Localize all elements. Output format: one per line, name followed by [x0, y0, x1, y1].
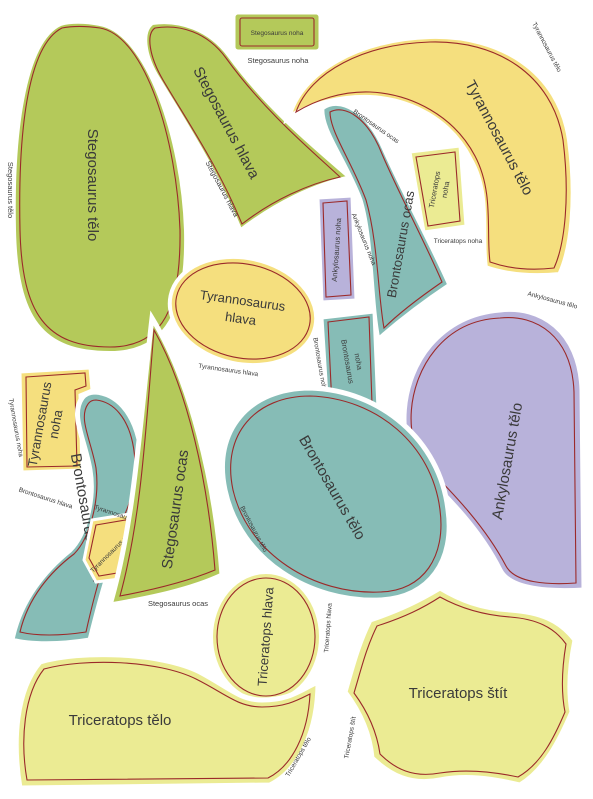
- tyrannosaurus-head-piece: Tyrannosaurus hlava Tyrannosaurus hlava: [167, 254, 319, 378]
- brontosaurus-tail-piece: Brontosaurus ocas Brontosaurus ocas: [319, 101, 454, 345]
- triceratops-body-label: Triceratops tělo: [69, 712, 172, 729]
- tyrannosaurus-head-label-2: hlava: [224, 309, 258, 328]
- stegosaurus-leg-caption: Stegosaurus noha: [248, 56, 310, 65]
- triceratops-body-piece: Triceratops tělo Triceratops tělo: [13, 652, 321, 791]
- brontosaurus-head-caption: Brontosaurus hlava: [18, 487, 74, 511]
- triceratops-frill-label: Triceratops štít: [409, 685, 508, 702]
- tyrannosaurus-leg-big-label-2: noha: [46, 408, 66, 440]
- ankylosaurus-leg-label: Ankylosaurus noha: [330, 217, 343, 282]
- ankylosaurus-body-caption: Ankylosaurus tělo: [527, 291, 579, 311]
- stegosaurus-tail-piece: Stegosaurus ocas Stegosaurus ocas: [106, 310, 225, 609]
- triceratops-head-caption: Triceratops hlava: [323, 603, 333, 653]
- stegosaurus-leg-label: Stegosaurus noha: [251, 30, 304, 37]
- stegosaurus-leg-piece: Stegosaurus noha Stegosaurus noha: [232, 11, 322, 65]
- triceratops-frill-piece: Triceratops štít Triceratops štít: [342, 585, 578, 788]
- triceratops-leg-caption: Triceratops noha: [434, 238, 483, 245]
- triceratops-leg-piece: Triceratops noha Triceratops noha: [408, 144, 483, 245]
- triceratops-leg-label-2: noha: [440, 180, 452, 199]
- tyrannosaurus-body-caption: Tyrannosaurus tělo: [530, 21, 562, 73]
- triceratops-head-piece: Triceratops hlava Triceratops hlava: [209, 570, 334, 704]
- stegosaurus-body-label: Stegosaurus tělo: [84, 129, 101, 242]
- brontosaurus-leg-label-2: noha: [353, 353, 365, 372]
- stegosaurus-body-caption: Stegosaurus tělo: [6, 162, 15, 218]
- triceratops-head-label: Triceratops hlava: [255, 586, 277, 687]
- tyrannosaurus-leg-big-piece: Tyrannosaurus noha Tyrannosaurus noha: [7, 366, 94, 474]
- triceratops-frill-caption: Triceratops štít: [343, 716, 357, 759]
- stegosaurus-tail-caption: Stegosaurus ocas: [148, 599, 208, 608]
